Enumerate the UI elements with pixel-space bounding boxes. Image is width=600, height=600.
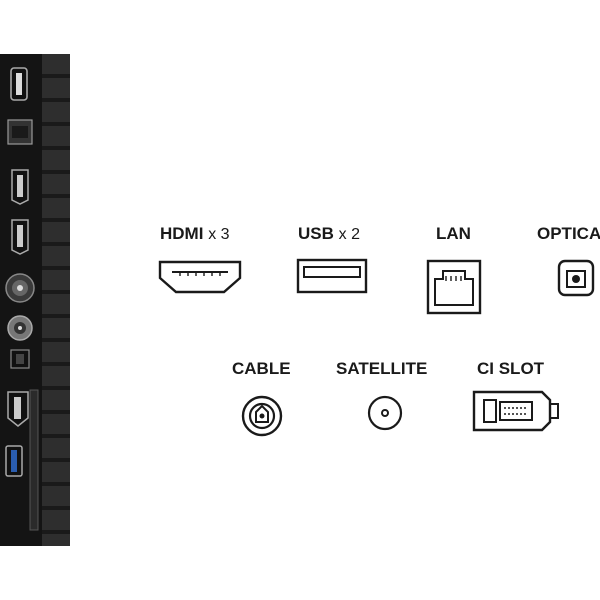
lan-icon — [426, 259, 482, 315]
ci-slot-icon — [472, 390, 559, 432]
cable-label: CABLE — [232, 359, 291, 378]
optical-icon — [557, 259, 595, 297]
panel-usb3-port — [5, 445, 23, 477]
panel-antenna-port — [5, 273, 35, 303]
panel-satellite-port — [7, 315, 33, 341]
panel-lan-port — [7, 119, 33, 145]
panel-ci-slot — [29, 389, 39, 531]
usb-label: USB x 2 — [298, 224, 360, 243]
lan-label: LAN — [436, 224, 471, 243]
hdmi-label: HDMI x 3 — [160, 224, 230, 243]
ci-slot-label: CI SLOT — [477, 359, 545, 378]
panel-optical-port — [10, 349, 30, 369]
optical-label: OPTICA — [537, 224, 600, 243]
usb-icon — [296, 258, 368, 294]
cable-icon — [241, 395, 283, 437]
panel-hdmi-port-4 — [7, 391, 29, 427]
panel-hdmi-port-1 — [10, 67, 28, 101]
panel-hdmi-port-3 — [11, 219, 29, 255]
panel-ports — [5, 67, 39, 531]
satellite-label: SATELLITE — [336, 359, 428, 378]
tv-side-panel — [0, 54, 70, 546]
satellite-icon — [367, 395, 403, 431]
panel-hdmi-port-2 — [11, 169, 29, 205]
hdmi-icon — [158, 260, 242, 294]
tv-ventilation-ribs — [42, 54, 70, 546]
